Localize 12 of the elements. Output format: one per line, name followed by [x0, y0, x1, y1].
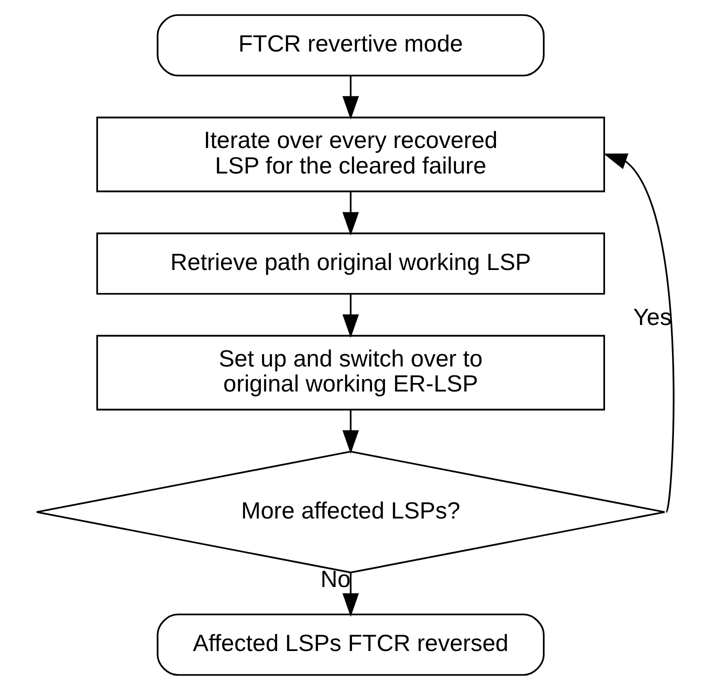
arrow: [342, 76, 359, 120]
node-box: Iterate over every recovered LSP for the cleared failure: [96, 116, 606, 192]
arrow: [342, 410, 359, 454]
edge-label: Yes: [633, 304, 672, 330]
arrow: [342, 573, 359, 617]
node-box: Set up and switch over to original working ER-LSP: [96, 334, 606, 410]
arrow: [603, 154, 674, 512]
node-box: Retrieve path original working LSP: [96, 232, 606, 295]
node-box: FTCR revertive mode: [156, 14, 545, 76]
node-box: Affected LSPs FTCR reversed: [156, 614, 545, 676]
arrow: [342, 294, 359, 338]
arrow: [342, 192, 359, 236]
